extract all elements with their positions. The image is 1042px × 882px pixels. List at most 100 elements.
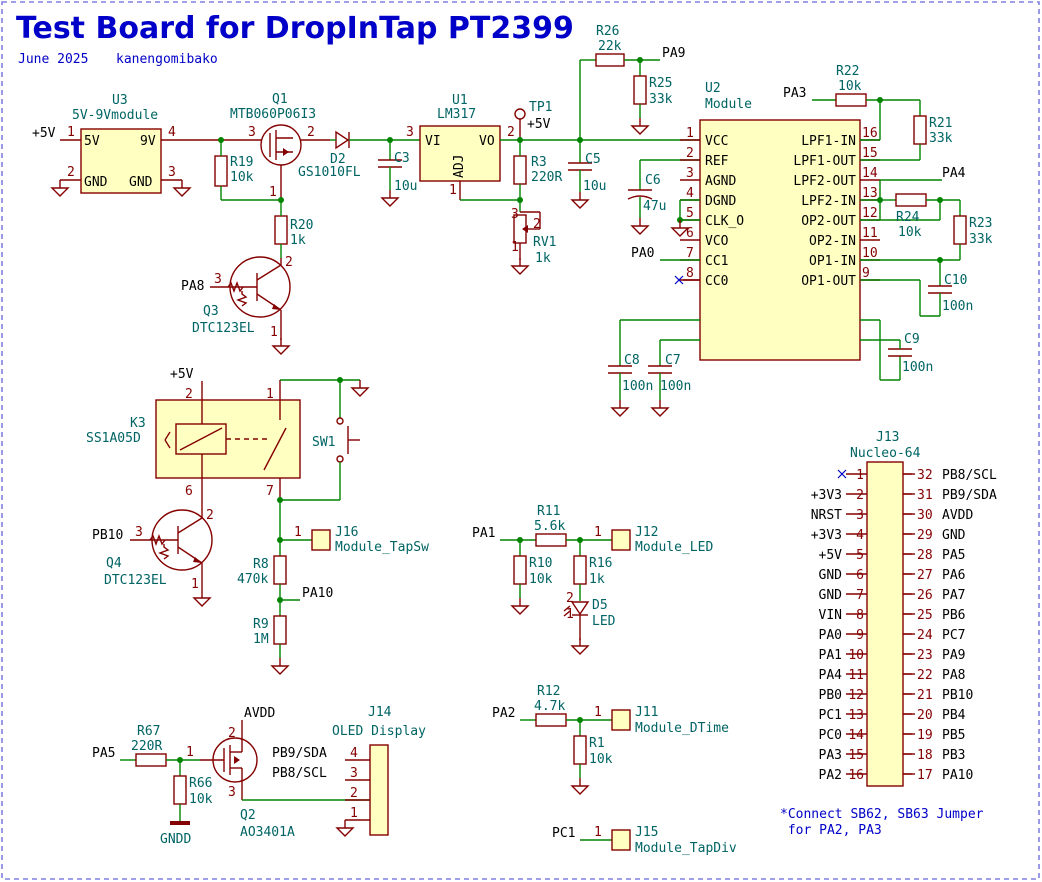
svg-text:10k: 10k: [589, 752, 613, 767]
author-label: kanengomibako: [116, 52, 218, 67]
j13-pin-net: GND: [819, 588, 843, 603]
svg-text:Q2: Q2: [240, 808, 256, 823]
svg-text:2: 2: [67, 165, 75, 180]
j13-pin-net: PA3: [819, 748, 842, 763]
svg-text:U2: U2: [705, 81, 721, 96]
u2-pin-label: AGND: [705, 174, 736, 189]
j13-pin-number: 29: [917, 528, 933, 543]
u2-pin-label: CLK_O: [705, 214, 744, 229]
svg-text:J12: J12: [635, 525, 658, 540]
j13-pin-net: PA2: [819, 768, 842, 783]
svg-text:Nucleo-64: Nucleo-64: [850, 446, 921, 461]
svg-text:3: 3: [350, 766, 358, 781]
svg-text:10k: 10k: [898, 225, 922, 240]
j13-pin-net: +3V3: [811, 528, 842, 543]
j13-pin-number: 23: [917, 648, 933, 663]
svg-text:22k: 22k: [598, 39, 622, 54]
svg-text:100n: 100n: [622, 379, 653, 394]
j13-pin-net: PA1: [819, 648, 842, 663]
j13-pin-net: PA9: [942, 648, 965, 663]
svg-text:10k: 10k: [230, 170, 254, 185]
j13-pin-net: PA0: [819, 628, 842, 643]
svg-text:5V: 5V: [84, 134, 100, 149]
svg-text:R8: R8: [253, 557, 269, 572]
svg-text:GS1010FL: GS1010FL: [298, 165, 361, 180]
r22-resistor: PA3 R22 10k: [783, 64, 920, 141]
svg-text:J15: J15: [635, 825, 658, 840]
svg-text:100n: 100n: [902, 360, 933, 375]
d5-led: 2 1 D5 LED: [563, 591, 616, 655]
svg-text:10k: 10k: [838, 79, 862, 94]
svg-text:1: 1: [269, 185, 277, 200]
svg-text:C7: C7: [665, 353, 681, 368]
svg-text:OLED Display: OLED Display: [332, 724, 426, 739]
svg-text:TP1: TP1: [529, 100, 552, 115]
svg-text:C5: C5: [585, 152, 601, 167]
u2-pin-number: 15: [862, 146, 878, 161]
svg-text:GND: GND: [84, 175, 108, 190]
svg-text:J16: J16: [335, 525, 358, 540]
j13-pin-number: 15: [848, 748, 864, 763]
k3-relay: 2 1 6 7 K3 SS1A05D +5V: [86, 367, 369, 500]
svg-text:R26: R26: [596, 24, 619, 39]
svg-text:Module_TapDiv: Module_TapDiv: [635, 841, 737, 856]
svg-text:1: 1: [350, 806, 358, 821]
svg-text:2: 2: [566, 591, 574, 606]
svg-text:PA4: PA4: [942, 166, 966, 181]
r11-resistor: PA1 R11 5.6k: [472, 504, 612, 547]
svg-text:R11: R11: [537, 504, 560, 519]
c10-capacitor: C10 100n: [860, 260, 973, 317]
u2-pin-label: LPF1-OUT: [793, 154, 856, 169]
u2-pin-label: OP2-OUT: [801, 214, 856, 229]
j13-pin-number: 25: [917, 608, 933, 623]
svg-text:PA8: PA8: [181, 279, 204, 294]
j13-pin-net: VIN: [819, 608, 842, 623]
r16-resistor: R16 1k: [573, 540, 612, 601]
j13-pin-number: 26: [917, 588, 933, 603]
svg-text:4.7k: 4.7k: [534, 699, 565, 714]
svg-text:MTB060P06I3: MTB060P06I3: [230, 107, 316, 122]
u2-pin-number: 8: [686, 266, 694, 281]
u2-pin-label: LPF1-IN: [801, 134, 856, 149]
svg-text:J11: J11: [635, 705, 658, 720]
sw1-switch: SW1: [277, 380, 360, 503]
svg-text:220R: 220R: [531, 170, 562, 185]
j13-pin-net: NRST: [811, 508, 842, 523]
u2-pin-number: 5: [686, 206, 694, 221]
svg-text:Module_DTime: Module_DTime: [635, 721, 729, 736]
j13-pin-net: PB8/SCL: [942, 468, 997, 483]
u2-pin-number: 7: [686, 246, 694, 261]
u2-pin-number: 9: [862, 266, 870, 281]
j13-pin-number: 17: [917, 768, 933, 783]
svg-text:3: 3: [406, 125, 414, 140]
svg-text:U1: U1: [452, 93, 468, 108]
svg-text:+5V: +5V: [170, 367, 194, 382]
r26-resistor: R26 22k PA9: [579, 24, 685, 140]
j15-connector: PC1 1 J15 Module_TapDiv: [552, 825, 737, 856]
u1-regulator: VI VO ADJ 3 2 1 U1 LM317: [406, 93, 700, 201]
svg-text:PA2: PA2: [492, 706, 515, 721]
j13-pin-number: 22: [917, 668, 933, 683]
u2-pin-label: OP1-OUT: [801, 274, 856, 289]
c8-capacitor: C8 100n: [608, 319, 700, 417]
svg-text:33k: 33k: [649, 92, 673, 107]
u2-pin-label: CC0: [705, 274, 728, 289]
svg-text:2: 2: [185, 387, 193, 402]
j13-pin-number: 1: [856, 468, 864, 483]
svg-text:100n: 100n: [942, 299, 973, 314]
svg-text:R10: R10: [529, 556, 552, 571]
svg-text:R16: R16: [589, 556, 612, 571]
svg-text:10u: 10u: [583, 179, 606, 194]
u2-pin-number: 10: [862, 246, 878, 261]
j13-pin-number: 5: [856, 548, 864, 563]
j13-pin-number: 14: [848, 728, 864, 743]
svg-text:1: 1: [594, 825, 602, 840]
svg-text:R19: R19: [230, 155, 253, 170]
svg-text:DTC123EL: DTC123EL: [192, 321, 255, 336]
svg-text:1: 1: [270, 325, 278, 340]
r8-resistor: R8 470k PA10: [237, 555, 333, 616]
svg-text:6: 6: [185, 484, 193, 499]
svg-text:1k: 1k: [290, 233, 306, 248]
svg-text:R67: R67: [137, 724, 160, 739]
